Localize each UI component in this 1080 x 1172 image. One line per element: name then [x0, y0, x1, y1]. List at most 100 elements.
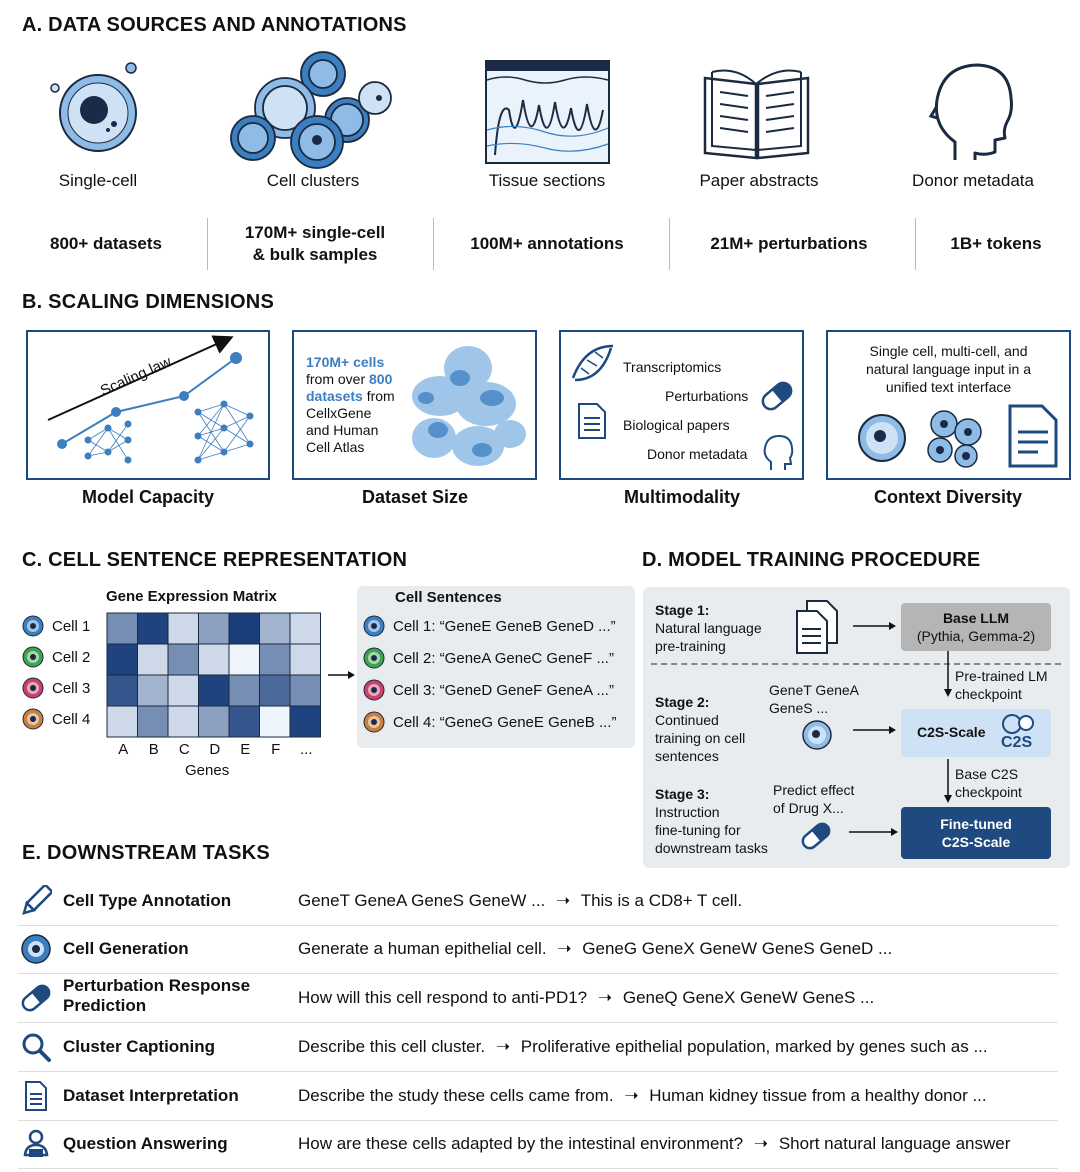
- stage-1: Stage 1: Natural language pre-training: [655, 601, 762, 655]
- gene-tick-label: C: [178, 741, 190, 758]
- c2s-scale-label: C2S-Scale: [917, 724, 986, 740]
- base-c2s-checkpoint-label: Base C2S checkpoint: [955, 765, 1022, 801]
- person-laptop-icon: [23, 1129, 49, 1157]
- matrix-cell: [167, 674, 199, 707]
- pill-icon: [21, 984, 51, 1012]
- task-name-line: Cell Type Annotation: [63, 891, 232, 910]
- task-input: Describe the study these cells came from…: [298, 1086, 614, 1105]
- cell-sentence-row: Cell 2: “GeneA GeneC GeneF ...”: [363, 647, 614, 669]
- stat-samples-line1: 170M+ single-cell: [244, 223, 386, 242]
- arrow-right-icon: ➝: [753, 1134, 769, 1153]
- scaling-law-diagram: [47, 335, 254, 464]
- matrix-cell: [259, 674, 291, 707]
- gene-tick-label: B: [148, 741, 159, 758]
- cell-sentences-panel: Cell Sentences Cell 1: “GeneE GeneB Gene…: [357, 586, 635, 748]
- dataset-size-text: 170M+ cells from over 800 datasets from …: [306, 354, 406, 456]
- matrix-title: Gene Expression Matrix: [106, 588, 277, 605]
- base-llm-box: Base LLM (Pythia, Gemma-2): [901, 603, 1051, 651]
- matrix-cell: [167, 612, 199, 645]
- task-input: Generate a human epithelial cell.: [298, 939, 547, 958]
- task-input: GeneT GeneA GeneS GeneW ...: [298, 891, 546, 910]
- task-row: Dataset Interpretation Describe the study…: [18, 1072, 1058, 1121]
- modality-transcriptomics: Transcriptomics: [623, 359, 722, 375]
- section-d-title: D. MODEL TRAINING PROCEDURE: [642, 549, 981, 571]
- section-b-title: B. SCALING DIMENSIONS: [22, 291, 274, 313]
- pretrained-line2: checkpoint: [955, 686, 1022, 702]
- stage-2-example-line2: GeneS ...: [769, 700, 829, 716]
- stat-perturbations: 21M+ perturbations: [710, 234, 868, 253]
- pretrained-checkpoint-label: Pre-trained LM checkpoint: [955, 667, 1048, 703]
- matrix-cell: [106, 643, 138, 676]
- stat-divider: [207, 218, 208, 270]
- task-example: Generate a human epithelial cell. ➝ Gene…: [298, 939, 892, 959]
- arrow-right-icon: ➝: [556, 891, 571, 910]
- multimodality-panel: Transcriptomics Perturbations Biological…: [559, 330, 804, 480]
- stage-2-line1: Continued: [655, 712, 719, 728]
- task-input: How will this cell respond to anti-PD1?: [298, 988, 588, 1007]
- cell-sentence: Cell 3: “GeneD GeneF GeneA ...”: [393, 681, 614, 699]
- context-line-3: unified text interface: [885, 379, 1012, 395]
- matrix-cell: [106, 612, 138, 645]
- stage-3-line3: downstream tasks: [655, 840, 768, 856]
- gene-tick-label: D: [209, 741, 221, 758]
- cell-row-label: Cell 2: [22, 646, 90, 668]
- from-over-text: from over: [306, 371, 366, 387]
- cell-icon: [363, 679, 385, 701]
- task-name-line: Prediction: [63, 996, 147, 1015]
- matrix-cell: [259, 612, 291, 645]
- cell-sentence-row: Cell 3: “GeneD GeneF GeneA ...”: [363, 679, 614, 701]
- stage-2: Stage 2: Continued training on cell sent…: [655, 693, 745, 765]
- cell-clusters-icon: [927, 410, 982, 468]
- training-procedure-panel: Stage 1: Natural language pre-training B…: [643, 587, 1070, 868]
- single-cell-icon: [802, 720, 832, 750]
- document-icon: [578, 403, 606, 439]
- arrow-right-icon: ➝: [557, 939, 572, 958]
- stat-divider: [915, 218, 916, 270]
- genes-axis-label: Genes: [185, 762, 230, 779]
- source-atlas: Cell Atlas: [306, 439, 365, 455]
- document-icon: [1008, 404, 1058, 468]
- stage-2-example-line1: GeneT GeneA: [769, 682, 860, 698]
- stage-1-title: Stage 1:: [655, 602, 710, 618]
- arrow-right-icon: ➝: [597, 988, 613, 1007]
- tissue-section-icon: [485, 60, 610, 164]
- cell-label: Cell 2: [52, 648, 91, 666]
- task-output: Human kidney tissue from a healthy donor…: [649, 1086, 987, 1105]
- matrix-cell: [228, 612, 260, 645]
- context-line-1: Single cell, multi-cell, and: [869, 343, 1028, 359]
- matrix-cell: [259, 705, 291, 738]
- cell-icon: [22, 677, 44, 699]
- datasets-count: 800: [369, 371, 393, 387]
- arrow-right-icon: ➝: [624, 1086, 639, 1105]
- arrow-right-icon: ➝: [495, 1037, 511, 1056]
- source-human: and Human: [306, 422, 379, 438]
- arrow-right-icon: [853, 726, 896, 734]
- section-a-title: A. DATA SOURCES AND ANNOTATIONS: [22, 14, 407, 36]
- matrix-cell: [289, 612, 321, 645]
- cell-icon: [21, 934, 51, 964]
- stat-datasets: 800+ datasets: [50, 234, 162, 253]
- datasets-word: datasets: [306, 388, 363, 404]
- task-name: Dataset Interpretation: [63, 1086, 239, 1106]
- cell-sentences-title: Cell Sentences: [395, 589, 502, 606]
- stage-3-example-line2: of Drug X...: [773, 800, 844, 816]
- cell-icon: [22, 615, 44, 637]
- cell-label: Cell 4: [52, 710, 91, 728]
- stage-2-title: Stage 2:: [655, 694, 710, 710]
- task-output: GeneG GeneX GeneW GeneS GeneD ...: [582, 939, 893, 958]
- task-name-line: Cluster Captioning: [63, 1037, 216, 1056]
- cell-label: Cell 1: [52, 617, 91, 635]
- stage-divider: [651, 663, 1061, 665]
- cell-row-label: Cell 3: [22, 677, 90, 699]
- pretrained-line1: Pre-trained LM: [955, 668, 1048, 684]
- task-name-line: Perturbation Response: [63, 976, 251, 995]
- matrix-cell: [137, 612, 169, 645]
- c2s-scale-box: C2S-Scale C2S: [901, 709, 1051, 757]
- cell-icon: [363, 711, 385, 733]
- matrix-cell: [259, 643, 291, 676]
- head-icon: [763, 434, 794, 470]
- task-row: Cell Type Annotation GeneT GeneA GeneS Ge…: [18, 877, 1058, 926]
